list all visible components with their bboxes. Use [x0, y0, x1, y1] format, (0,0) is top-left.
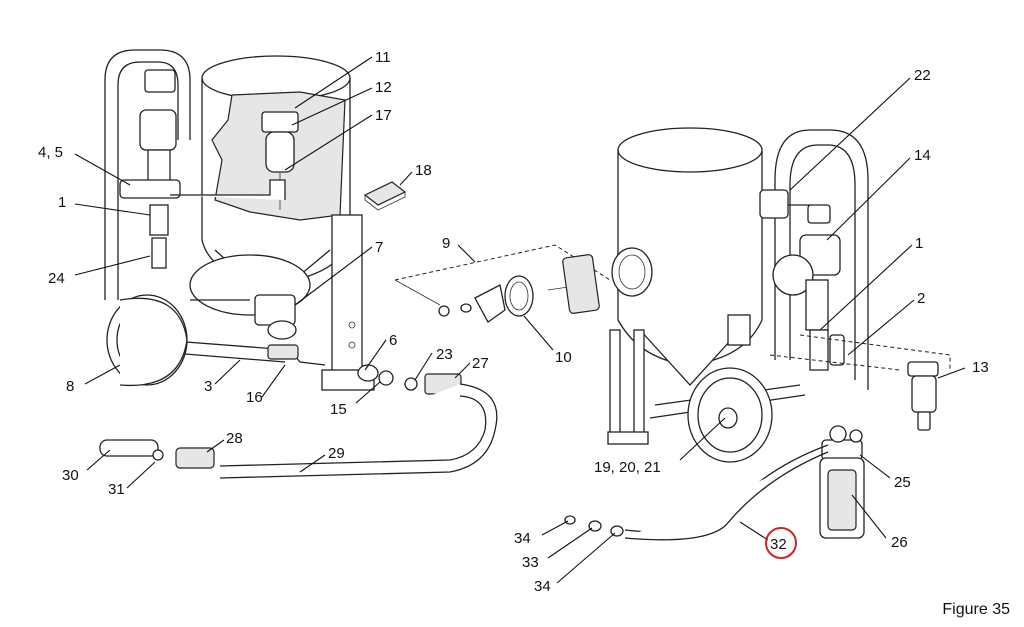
callout-22: 22 — [914, 67, 931, 84]
callout-33: 33 — [522, 554, 539, 571]
callout-16: 16 — [246, 389, 263, 406]
callout-24: 24 — [48, 270, 65, 287]
callout-7: 7 — [375, 239, 383, 256]
leader-lines — [74, 56, 966, 584]
callout-18: 18 — [415, 162, 432, 179]
callout-25: 25 — [894, 474, 911, 491]
callout-15: 15 — [330, 401, 347, 418]
callout-17: 17 — [375, 107, 392, 124]
callout-12: 12 — [375, 79, 392, 96]
callout-32: 32 — [770, 536, 787, 553]
callout-labels: 11 12 17 18 4, 5 1 24 7 9 6 23 27 8 3 16… — [38, 49, 989, 595]
callout-9: 9 — [442, 235, 450, 252]
control-hose-assembly — [564, 425, 865, 541]
callout-19-20-21: 19, 20, 21 — [594, 459, 661, 476]
loose-parts-left — [99, 181, 611, 479]
callout-31: 31 — [108, 481, 125, 498]
callout-4-5: 4, 5 — [38, 144, 63, 161]
callout-30: 30 — [62, 467, 79, 484]
callout-23: 23 — [436, 346, 453, 363]
callout-34-upper: 34 — [514, 530, 531, 547]
callout-26: 26 — [891, 534, 908, 551]
callout-29: 29 — [328, 445, 345, 462]
callout-28: 28 — [226, 430, 243, 447]
right-blast-machine — [607, 127, 951, 463]
callout-14: 14 — [914, 147, 931, 164]
callout-10: 10 — [555, 349, 572, 366]
callout-11: 11 — [375, 49, 391, 66]
callout-13: 13 — [972, 359, 989, 376]
highlight-circle — [765, 527, 797, 559]
callout-1-right: 1 — [915, 235, 923, 252]
figure-label: Figure 35 — [942, 601, 1010, 618]
callout-3: 3 — [204, 378, 212, 395]
callout-2: 2 — [917, 290, 925, 307]
callout-8: 8 — [66, 378, 74, 395]
left-blast-machine — [104, 49, 394, 391]
callout-1-left: 1 — [58, 194, 66, 211]
callout-6: 6 — [389, 332, 397, 349]
callout-34-lower: 34 — [534, 578, 551, 595]
callout-27: 27 — [472, 355, 489, 372]
